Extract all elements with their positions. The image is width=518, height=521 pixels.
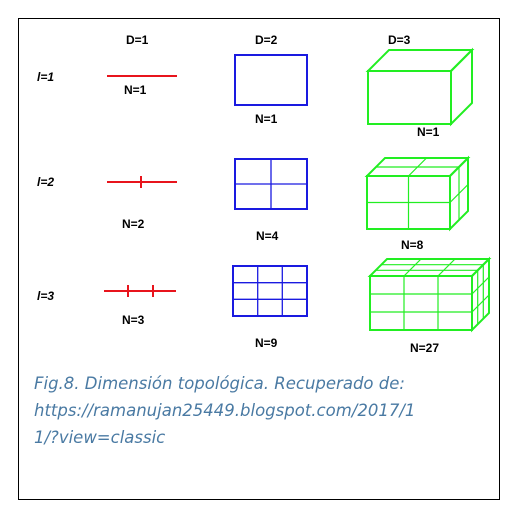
row-label-2: l=2 [37,175,55,189]
n-label-line-1: N=1 [124,83,147,97]
n-label-cube-3: N=27 [410,341,440,355]
line-segment-3 [104,285,176,297]
row-label-3: l=3 [37,289,55,303]
square-1 [234,54,308,106]
n-label-cube-2: N=8 [401,238,424,252]
cube-1 [365,47,475,127]
square-3 [232,265,308,317]
cube-3 [367,256,492,333]
figure-frame [18,18,500,500]
line-segment-2 [107,176,177,188]
caption-line-2: https://ramanujan25449.blogspot.com/2017… [34,401,416,420]
n-label-square-3: N=9 [255,336,278,350]
caption-line-1: Fig.8. Dimensión topológica. Recuperado … [34,374,405,393]
row-label-1: l=1 [37,70,55,84]
n-label-line-3: N=3 [122,313,145,327]
header-d2: D=2 [255,33,278,47]
figure-caption: Fig.8. Dimensión topológica. Recuperado … [34,370,484,451]
caption-line-3: 1/?view=classic [34,428,166,447]
header-d3: D=3 [388,33,411,47]
cube-2 [364,155,471,232]
n-label-cube-1: N=1 [417,125,440,139]
n-label-square-1: N=1 [255,112,278,126]
square-2 [234,158,308,210]
header-d1: D=1 [126,33,149,47]
n-label-square-2: N=4 [256,229,279,243]
n-label-line-2: N=2 [122,217,145,231]
